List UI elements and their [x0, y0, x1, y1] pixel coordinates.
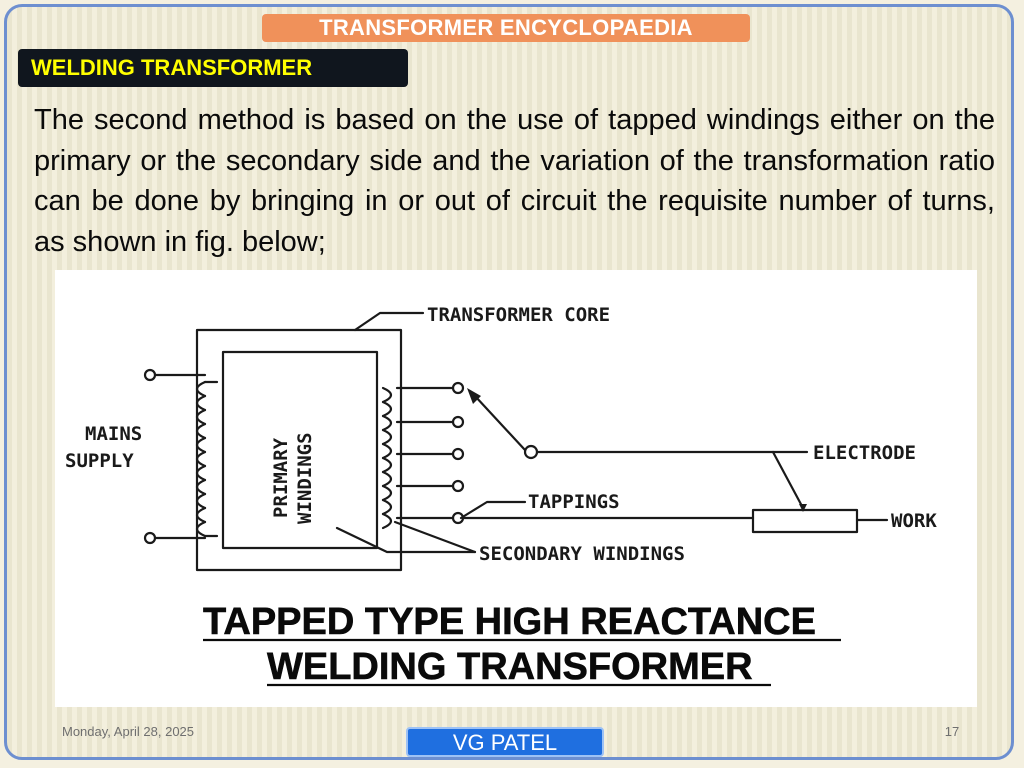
- mains-terminal-bottom: [143, 531, 157, 545]
- section-title: WELDING TRANSFORMER: [18, 49, 408, 87]
- selector-arm: [473, 394, 527, 452]
- selector-arrowhead: [467, 388, 481, 404]
- presentation-title: TRANSFORMER ENCYCLOPAEDIA: [262, 14, 750, 42]
- body-paragraph: The second method is based on the use of…: [34, 104, 995, 258]
- secondary-leader-2: [393, 520, 477, 554]
- label-windings: WINDINGS: [294, 432, 316, 524]
- footer-date: Monday, April 28, 2025: [62, 724, 195, 739]
- primary-coil: [195, 380, 219, 538]
- core-outer: [195, 328, 403, 572]
- diagram-svg: TRANSFORMER CORE MAINS SUPPLY PRIMARY WI…: [65, 304, 937, 688]
- mains-terminal-top: [143, 368, 157, 382]
- label-secondary-windings: SECONDARY WINDINGS: [479, 543, 685, 565]
- label-mains: MAINS: [85, 423, 142, 445]
- page-number: 17: [944, 724, 960, 739]
- electrode-tip: [799, 504, 807, 512]
- selector-pivot: [523, 444, 539, 460]
- core-leader: [353, 311, 425, 332]
- label-tappings: TAPPINGS: [528, 491, 620, 513]
- transformer-diagram: TRANSFORMER CORE MAINS SUPPLY PRIMARY WI…: [55, 270, 977, 707]
- author-badge: VG PATEL: [406, 727, 604, 757]
- label-electrode: ELECTRODE: [813, 442, 916, 464]
- secondary-coil: [381, 386, 393, 530]
- label-supply: SUPPLY: [65, 450, 134, 472]
- diagram-caption-line1: TAPPED TYPE HIGH REACTANCE: [203, 601, 816, 643]
- tappings-leader: [459, 500, 527, 520]
- label-transformer-core: TRANSFORMER CORE: [427, 304, 610, 326]
- label-work: WORK: [891, 510, 937, 532]
- work-piece: [751, 508, 859, 534]
- diagram-caption-line2: WELDING TRANSFORMER: [267, 646, 753, 688]
- core-inner: [221, 350, 379, 550]
- secondary-leader: [335, 526, 477, 554]
- electrode-drop: [771, 450, 805, 510]
- label-primary: PRIMARY: [270, 437, 292, 518]
- tap-terminals: [395, 381, 465, 525]
